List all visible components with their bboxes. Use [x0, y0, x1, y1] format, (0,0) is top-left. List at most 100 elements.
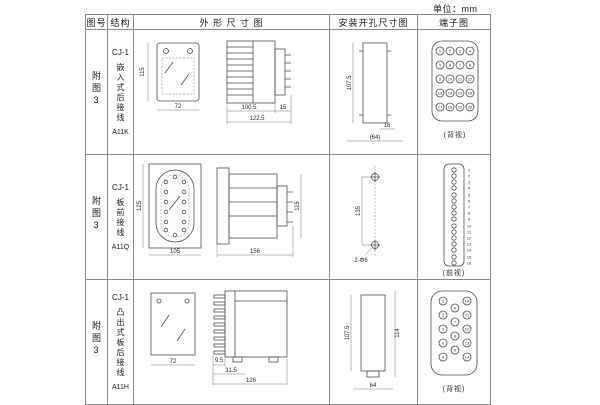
spec-row-a11q: 附图3 CJ-1 板前接线 A11Q [85, 154, 491, 280]
svg-text:8: 8 [453, 334, 456, 339]
svg-text:14: 14 [466, 248, 471, 253]
outline-drawing-a11q: 125 105 156 115 [137, 163, 301, 257]
side-view [226, 40, 291, 104]
dimension-lines [361, 176, 372, 256]
model-label: CJ-1 [112, 293, 129, 302]
svg-text:14: 14 [447, 91, 452, 96]
dim-label-total-length: 126 [245, 378, 256, 384]
model-code: A11Q [111, 244, 130, 251]
structure-cell: CJ-1 板前接线 A11Q [107, 154, 134, 280]
col-header-outline: 外 形 尺 寸 图 [133, 14, 330, 30]
mounting-cell: 107.5 16 (64) [329, 29, 418, 155]
svg-text:10: 10 [466, 224, 471, 229]
col-header-mounting: 安装开孔尺寸图 [329, 14, 418, 30]
svg-text:1: 1 [441, 299, 444, 304]
side-view [213, 290, 287, 363]
svg-text:13: 13 [437, 91, 442, 96]
svg-text:13: 13 [466, 242, 471, 247]
dimension-lines [346, 43, 403, 142]
figure-no-cell: 附图3 [85, 29, 108, 155]
svg-text:4: 4 [467, 186, 470, 191]
svg-text:12: 12 [464, 327, 469, 332]
cutout-outline [360, 294, 385, 378]
svg-text:6: 6 [448, 63, 451, 68]
dimension-lines [147, 43, 291, 124]
header-row: 图号 结构 外 形 尺 寸 图 安装开孔尺寸图 端子图 [85, 14, 491, 30]
model-label: CJ-1 [112, 183, 129, 192]
svg-text:11: 11 [464, 313, 469, 318]
unit-label: 单位：mm [433, 4, 478, 14]
dimension-lines [142, 164, 301, 257]
svg-text:11: 11 [466, 230, 471, 235]
dimension-lines [150, 355, 287, 385]
spec-table: 图号 结构 外 形 尺 寸 图 安装开孔尺寸图 端子图 附图3 CJ-1 嵌入式… [85, 14, 491, 405]
figure-number: 附图3 [91, 196, 101, 233]
svg-text:5: 5 [467, 193, 470, 198]
structure-desc: 板前接线 [116, 198, 125, 238]
figure-number: 附图3 [91, 321, 101, 358]
svg-text:1: 1 [467, 168, 470, 173]
svg-text:14: 14 [464, 355, 469, 360]
svg-text:1: 1 [438, 49, 441, 54]
dim-label-front-width: 72 [169, 359, 176, 365]
svg-text:10: 10 [447, 77, 452, 82]
cutout-outline [358, 42, 391, 124]
svg-text:15: 15 [466, 255, 471, 260]
mounting-cell: 135 2-Φ6 [329, 154, 418, 280]
view-caption: (前视) [442, 268, 465, 277]
dim-label-pin-region: 31.5 [225, 368, 237, 374]
svg-text:13: 13 [464, 341, 469, 346]
svg-text:3: 3 [441, 327, 444, 332]
dim-label-notch-width: 16 [383, 123, 390, 129]
terminal-circles [450, 167, 457, 266]
col-header-terminal: 端子图 [417, 14, 491, 30]
svg-text:4: 4 [468, 49, 471, 54]
front-view [156, 42, 199, 102]
svg-text:6: 6 [453, 306, 456, 311]
dim-label-front-width: 72 [174, 104, 181, 110]
dim-label-cutout-height: 107.5 [347, 75, 353, 91]
svg-text:20: 20 [467, 105, 472, 110]
svg-text:10: 10 [464, 299, 469, 304]
svg-text:2: 2 [441, 313, 444, 318]
dim-label-pin-pitch: 9.5 [214, 358, 223, 364]
dim-label-total-width: 122.5 [249, 116, 265, 122]
svg-text:12: 12 [466, 236, 471, 241]
mounting-drawing-a11q: 135 2-Φ6 [354, 166, 380, 264]
svg-text:2: 2 [448, 49, 451, 54]
svg-text:15: 15 [457, 91, 462, 96]
svg-text:8: 8 [467, 211, 470, 216]
svg-text:7: 7 [467, 205, 470, 210]
model-code: A11H [112, 384, 129, 391]
spec-row-a11k: 附图3 CJ-1 嵌入式后接线 A11K [85, 29, 491, 155]
svg-text:18: 18 [447, 105, 452, 110]
dim-label-body-height: 115 [295, 201, 301, 211]
side-view [216, 167, 293, 245]
dim-label-hole-spacing: 135 [356, 205, 362, 216]
dim-label-overall-width: (64) [369, 135, 380, 141]
dim-label-height: 115 [140, 67, 146, 77]
svg-text:9: 9 [467, 217, 470, 222]
svg-text:19: 19 [457, 105, 462, 110]
svg-text:16: 16 [467, 91, 472, 96]
svg-text:7: 7 [458, 63, 461, 68]
svg-text:16: 16 [466, 261, 471, 266]
mounting-drawing-a11k: 107.5 16 (64) [346, 42, 403, 142]
structure-desc: 嵌入式后接线 [116, 63, 125, 123]
structure-cell: CJ-1 嵌入式后接线 A11K [107, 29, 134, 155]
svg-text:2: 2 [467, 174, 470, 179]
svg-text:9: 9 [438, 77, 441, 82]
svg-text:5: 5 [441, 355, 444, 360]
figure-number: 附图3 [91, 71, 101, 108]
dim-label-overall-height: 114 [395, 328, 401, 338]
col-header-structure: 结构 [107, 14, 134, 30]
figure-no-cell: 附图3 [85, 154, 108, 280]
